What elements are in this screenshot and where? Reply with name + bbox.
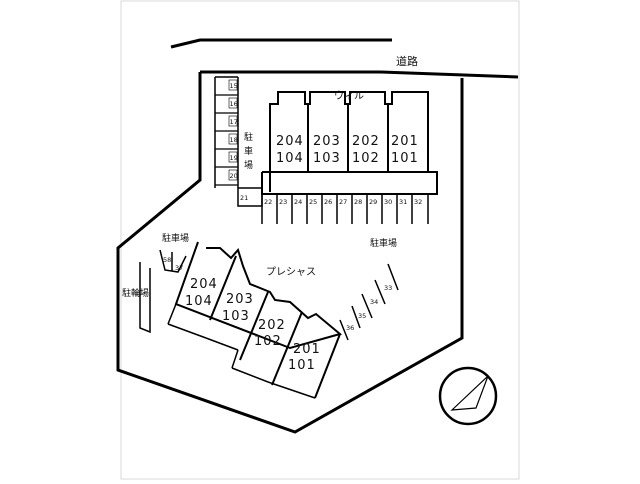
unit-number: 104: [276, 151, 304, 166]
parking-row-bottom: 22 23 24 25 26 27 28 29 30 31 32: [261, 194, 429, 224]
unit-number: 202: [258, 318, 286, 333]
stall-number: 19: [230, 154, 238, 162]
stall-number: 18: [230, 136, 238, 144]
stall-number: 30: [384, 198, 392, 206]
stall-number: 16: [230, 100, 238, 108]
parking-label-char: 駐: [244, 131, 253, 143]
parking-label-char: 場: [244, 159, 253, 171]
stall-number: 58: [163, 256, 171, 264]
unit-number: 201: [391, 134, 419, 149]
unit-number: 204: [276, 134, 304, 149]
road-edge-upper: [170, 38, 392, 49]
unit-number: 103: [313, 151, 341, 166]
building-name: ウィル: [334, 90, 364, 102]
building-precious: プレシャス 204 104 203 103 202 102 201 101: [167, 241, 343, 399]
unit-number: 201: [293, 342, 321, 357]
stall-number: 24: [294, 198, 302, 206]
stall-number: 27: [339, 198, 347, 206]
parking-precious-side: 58 37: [159, 249, 187, 273]
parking-label-right: 駐車場: [370, 237, 397, 249]
parking-right-diagonal: 33 34 35 36: [339, 263, 399, 341]
stall-number: 26: [324, 198, 332, 206]
stall-number: 15: [230, 82, 238, 90]
stall-number: 23: [279, 198, 287, 206]
unit-number: 103: [222, 309, 250, 324]
unit-number: 202: [352, 134, 380, 149]
stall-number: 37: [175, 264, 183, 272]
stall-number: 17: [230, 118, 238, 126]
unit-number: 104: [185, 294, 213, 309]
north-arrow-icon: [438, 366, 498, 426]
parking-column-left: 15 16 17 18 19 20: [214, 76, 239, 188]
stall-number: 31: [399, 198, 407, 206]
stall-number: 25: [309, 198, 317, 206]
parking-label-char: 車: [244, 145, 253, 157]
building-name: プレシャス: [266, 266, 316, 278]
road-label: 道路: [396, 54, 418, 68]
stall-number: 21: [240, 194, 248, 202]
stall-number: 36: [346, 324, 354, 332]
stall-number: 20: [230, 172, 238, 180]
stall-number: 35: [358, 312, 366, 320]
unit-number: 102: [254, 334, 282, 349]
parking-label-left: 駐車場: [162, 232, 189, 244]
road-edge-lower: [200, 70, 519, 79]
stall-number: 22: [264, 198, 272, 206]
stall-number: 34: [370, 298, 378, 306]
parking-label-vertical: 駐 車 場: [244, 131, 256, 171]
stall-number: 28: [354, 198, 362, 206]
unit-number: 101: [288, 358, 316, 373]
page-frame: [120, 0, 520, 480]
unit-number: 203: [313, 134, 341, 149]
unit-number: 101: [391, 151, 419, 166]
building-will: ウィル 204 104 203 103 202 102 201 101: [261, 90, 438, 195]
stall-number: 29: [369, 198, 377, 206]
stall-number: 32: [414, 198, 422, 206]
unit-number: 102: [352, 151, 380, 166]
unit-number: 203: [226, 292, 254, 307]
bicycle-parking-label: 駐輪場: [122, 287, 149, 299]
unit-number: 204: [190, 277, 218, 292]
site-boundary: [116, 72, 464, 434]
bicycle-parking-area: [139, 262, 151, 334]
stall-number: 33: [384, 284, 392, 292]
